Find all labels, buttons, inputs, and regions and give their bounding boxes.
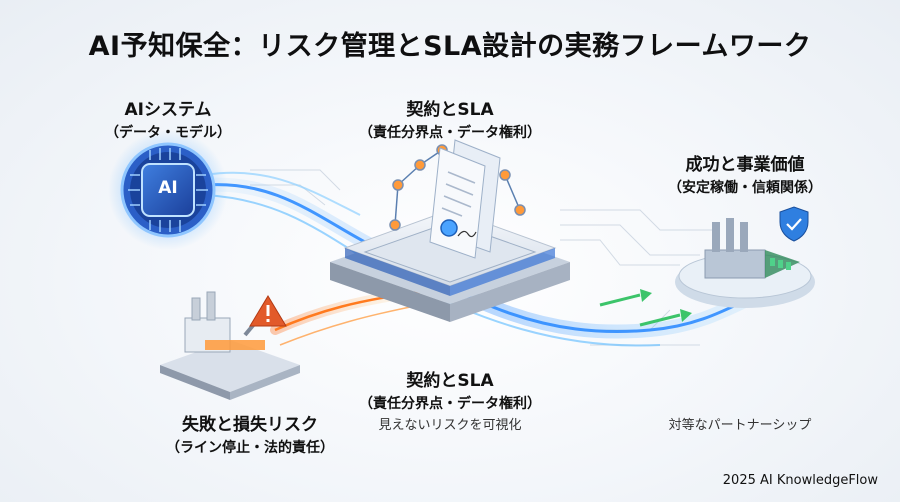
failure-label: 失敗と損失リスク （ライン停止・法的責任） — [150, 410, 350, 457]
contract-bottom-subtitle: （責任分界点・データ権利） — [359, 396, 541, 412]
success-title: 成功と事業価値 — [685, 155, 805, 175]
contract-top-subtitle: （責任分界点・データ権利） — [359, 125, 541, 141]
contract-bottom-title: 契約とSLA — [406, 371, 494, 391]
success-subtitle: （安定稼働・信頼関係） — [668, 180, 822, 196]
failure-subtitle: （ライン停止・法的責任） — [166, 440, 334, 456]
success-label: 成功と事業価値 （安定稼働・信頼関係） — [650, 150, 840, 197]
visualize-caption: 見えないリスクを可視化 — [378, 418, 522, 433]
page-title: AI予知保全：リスク管理とSLA設計の実務フレームワーク — [88, 31, 812, 62]
contract-bottom-label: 契約とSLA （責任分界点・データ権利） — [340, 366, 560, 413]
ai-system-label: AIシステム （データ・モデル） — [78, 95, 258, 142]
contract-top-label: 契約とSLA （責任分界点・データ権利） — [340, 95, 560, 142]
ai-system-title: AIシステム — [124, 100, 212, 120]
ai-chip-node — [108, 130, 228, 250]
contract-top-title: 契約とSLA — [406, 100, 494, 120]
success-factory — [675, 206, 815, 308]
ai-system-subtitle: （データ・モデル） — [105, 125, 231, 141]
contract-platform — [330, 139, 570, 322]
footer-credit: 2025 AI KnowledgeFlow — [722, 473, 878, 488]
partnership-caption: 対等なパートナーシップ — [668, 418, 812, 433]
shield-check-icon — [779, 206, 809, 242]
green-growth-arrows — [599, 289, 692, 327]
failure-factory — [160, 291, 300, 400]
failure-title: 失敗と損失リスク — [182, 415, 318, 435]
ai-chip-label: AI — [158, 178, 178, 198]
